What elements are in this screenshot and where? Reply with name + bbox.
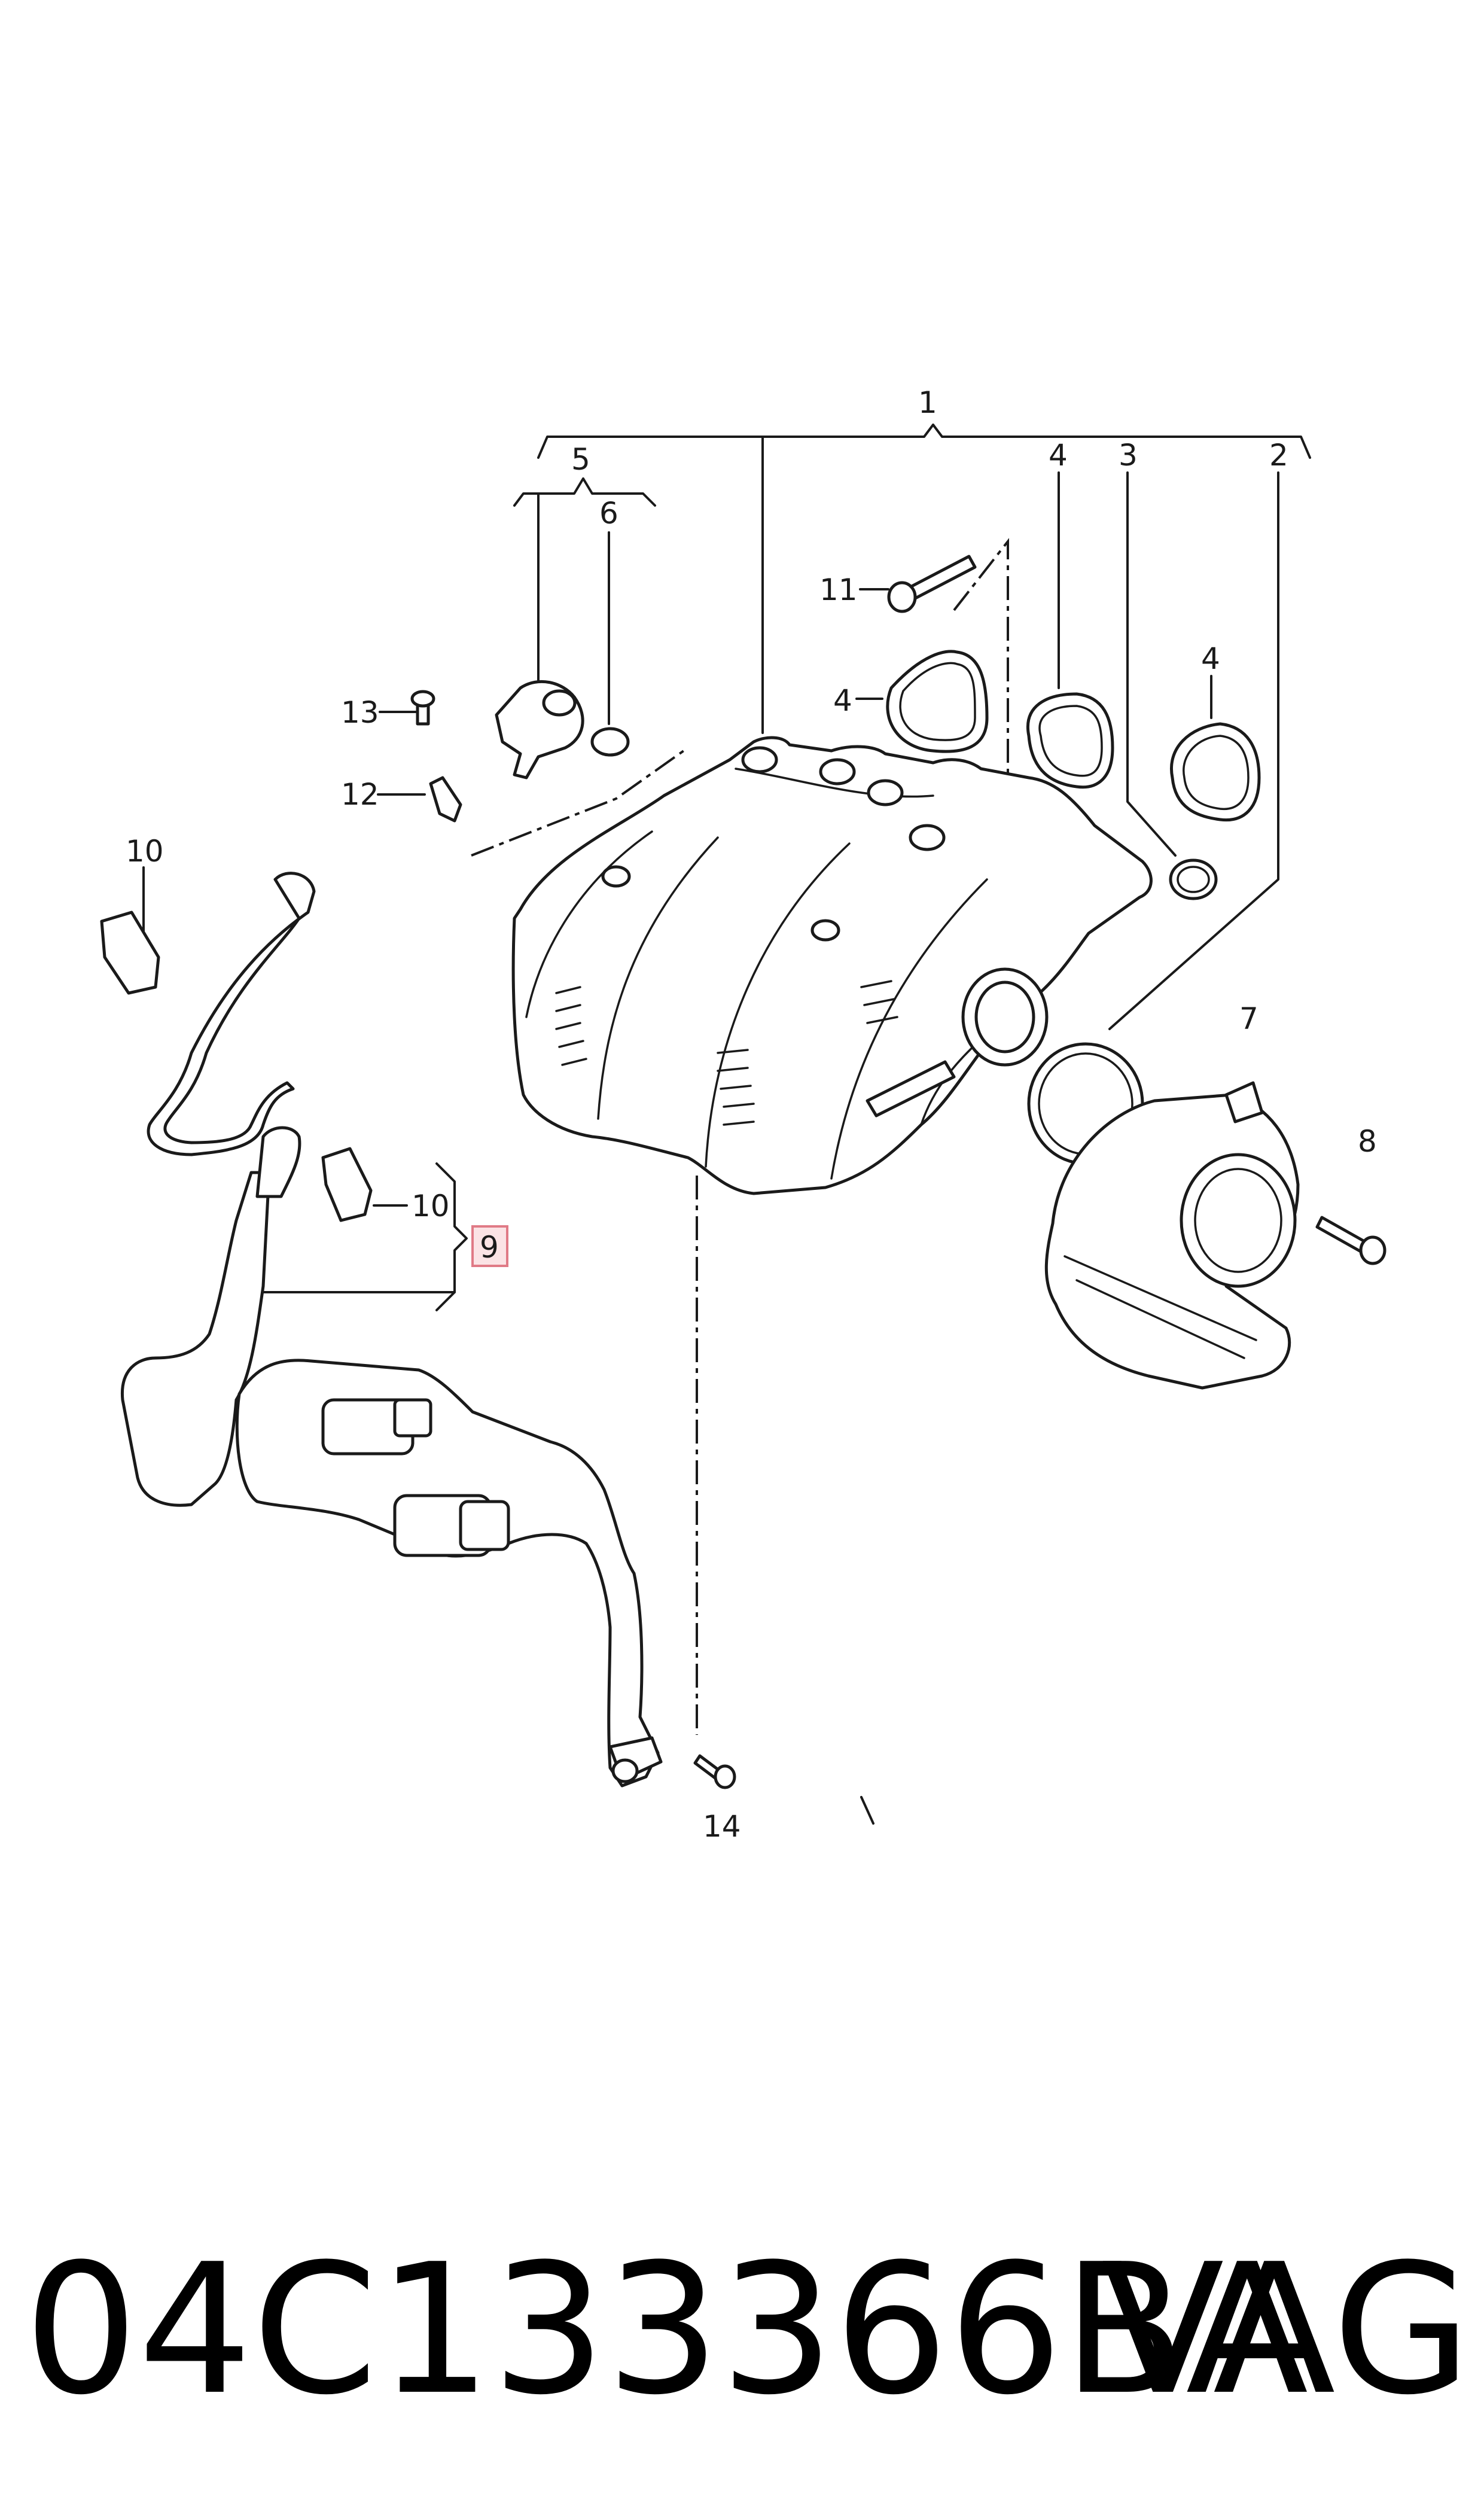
intake-manifold	[511, 736, 1153, 1195]
callout-7: 7	[1239, 1001, 1258, 1036]
callout-3: 3	[1119, 438, 1138, 473]
callout-4a: 4	[1049, 438, 1068, 473]
dashed-lines	[471, 538, 1009, 1735]
part-number: 04C133366BA	[24, 2225, 1309, 2434]
callout-12: 12	[341, 777, 379, 812]
leader-lines	[142, 424, 1311, 1825]
callout-11: 11	[819, 573, 858, 607]
callout-10a: 10	[126, 834, 164, 869]
bolts	[410, 555, 1387, 1789]
callout-1: 1	[918, 385, 937, 420]
hose-clips	[100, 911, 373, 1222]
callout-4b: 4	[833, 683, 852, 718]
callout-5: 5	[571, 442, 590, 477]
clip	[429, 776, 462, 823]
footer: 04C133366BA VAG	[24, 2231, 1471, 2429]
callout-labels: 1 2 3 4 4 4 5 6 7 8 9 10 10 11 12 13 14	[126, 385, 1377, 1844]
highlight-box	[471, 1225, 508, 1267]
callout-9: 9	[480, 1230, 499, 1265]
callout-14: 14	[703, 1809, 741, 1844]
brand-label: VAG	[1101, 2225, 1471, 2434]
callout-10b: 10	[412, 1189, 450, 1223]
callout-4c: 4	[1201, 641, 1220, 676]
callout-6: 6	[599, 496, 618, 531]
callout-2: 2	[1269, 438, 1288, 473]
throttle-body	[1044, 1081, 1300, 1390]
callout-8: 8	[1358, 1124, 1377, 1159]
vacuum-hose-assembly	[120, 872, 663, 1788]
map-sensor	[495, 680, 584, 780]
gaskets	[886, 650, 1261, 822]
callout-13: 13	[341, 695, 379, 730]
